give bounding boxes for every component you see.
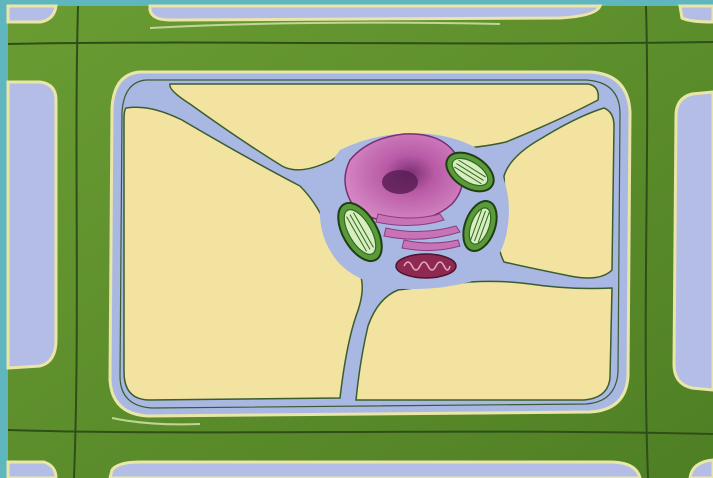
neighbor-cell-left — [8, 82, 56, 368]
mitochondrion — [396, 254, 456, 278]
neighbor-cell-right — [674, 92, 713, 390]
vacuole-bottom-lobe — [356, 281, 612, 400]
nucleolus — [382, 170, 418, 194]
neighbor-cell-bottom — [110, 462, 640, 478]
neighbor-cell-top — [150, 6, 600, 20]
